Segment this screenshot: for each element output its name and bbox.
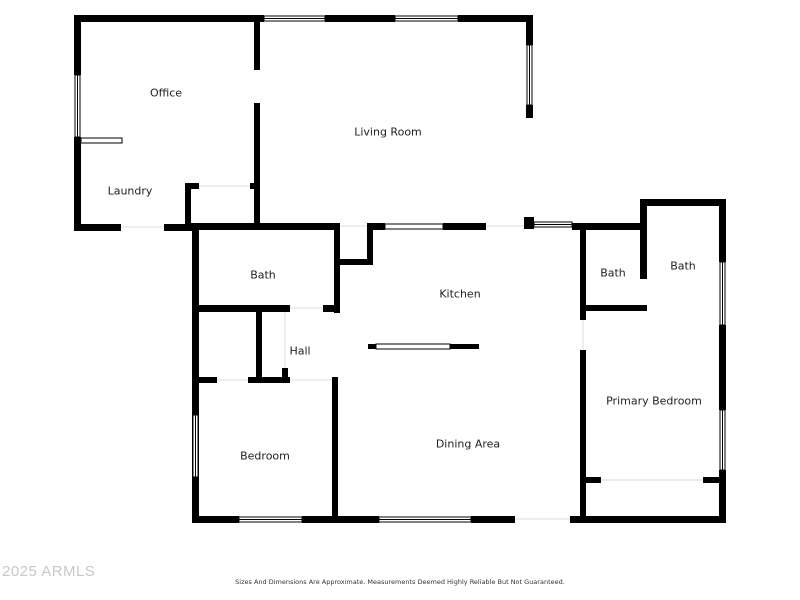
room-label-office: Office: [149, 86, 183, 100]
room-label-bath-small: Bath: [600, 266, 626, 280]
room-label-kitchen: Kitchen: [439, 287, 481, 301]
room-label-bath-primary: Bath: [670, 259, 696, 273]
room-label-living-room: Living Room: [354, 125, 422, 139]
room-label-primary-bedroom: Primary Bedroom: [606, 394, 702, 408]
room-label-bath-hall: Bath: [250, 268, 276, 282]
disclaimer-text: Sizes And Dimensions Are Approximate. Me…: [235, 578, 565, 586]
walls: [74, 15, 726, 523]
watermark: 2025 ARMLS: [2, 563, 96, 580]
room-label-hall: Hall: [289, 344, 311, 358]
room-label-dining-area: Dining Area: [435, 437, 501, 451]
windows: [74, 15, 726, 523]
room-label-laundry: Laundry: [107, 184, 153, 198]
openings: [121, 185, 703, 520]
room-label-bedroom: Bedroom: [240, 449, 290, 463]
